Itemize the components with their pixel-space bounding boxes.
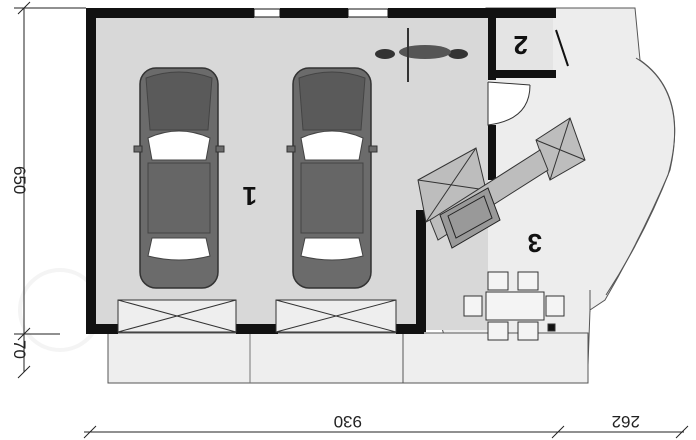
- garage-door-right: [275, 299, 397, 333]
- dimension-bottom: [83, 425, 689, 439]
- dimension-left-small: 70: [10, 340, 29, 359]
- top-windows: [253, 8, 389, 18]
- car-icon: [286, 67, 378, 289]
- terrace-curve: [605, 57, 676, 296]
- room-label-terrace: 3: [528, 228, 542, 258]
- room-label-storage: 2: [514, 30, 528, 60]
- storage-door: [555, 29, 569, 67]
- terrace-lower: [402, 332, 589, 384]
- garage-door-left: [117, 299, 237, 333]
- walls: [86, 8, 556, 334]
- grill-icon: [439, 187, 501, 249]
- car-icon: [133, 67, 225, 289]
- dimension-left: [14, 1, 86, 379]
- motorcycle-icon: [375, 28, 468, 82]
- dimension-left-main: 650: [10, 166, 29, 194]
- door-swing: [487, 81, 531, 126]
- dining-set-icon: [463, 271, 565, 341]
- dimension-bottom-small: 262: [612, 412, 640, 431]
- driveway-apron: [107, 332, 409, 384]
- room-label-garage: 1: [243, 181, 257, 211]
- storage-floor: [495, 14, 553, 74]
- dimension-bottom-main: 930: [334, 412, 362, 431]
